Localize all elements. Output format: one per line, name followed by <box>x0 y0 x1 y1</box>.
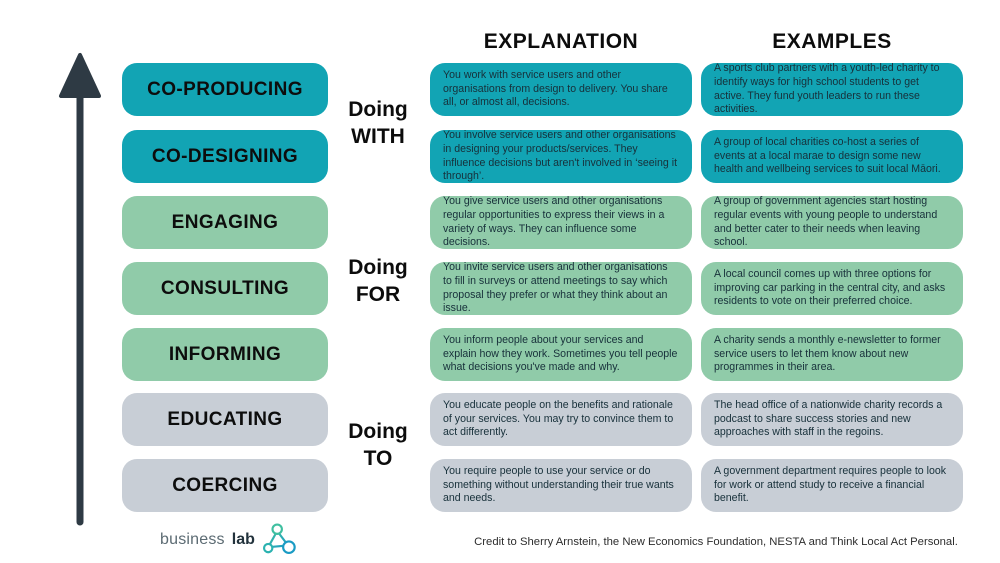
doing-with-line2: WITH <box>351 125 405 149</box>
logo-text-business: business <box>160 531 225 548</box>
explanation-cell: You give service users and other organis… <box>430 195 692 249</box>
doing-for-label: Doing FOR <box>332 254 424 309</box>
doing-with-line1: Doing <box>348 98 408 121</box>
ladder-step-consulting: CONSULTING <box>122 262 328 315</box>
explanation-cell: You educate people on the benefits and r… <box>430 393 692 446</box>
ladder-step-engaging: ENGAGING <box>122 196 328 249</box>
example-cell: A group of local charities co-host a ser… <box>701 130 963 183</box>
example-cell: A local council comes up with three opti… <box>701 262 963 315</box>
example-cell: A government department requires people … <box>701 459 963 512</box>
example-cell: A sports club partners with a youth-led … <box>701 62 963 116</box>
credit-line: Credit to Sherry Arnstein, the New Econo… <box>474 536 958 548</box>
doing-for-line1: Doing <box>348 256 408 279</box>
examples-header: EXAMPLES <box>772 30 892 53</box>
example-cell: A charity sends a monthly e-newsletter t… <box>701 328 963 381</box>
explanation-header: EXPLANATION <box>483 30 639 53</box>
doing-to-line2: TO <box>363 447 393 471</box>
explanation-cell: You require people to use your service o… <box>430 459 692 512</box>
up-arrow-icon <box>59 53 101 526</box>
business-lab-molecule-icon <box>262 523 296 555</box>
business-lab-logo: business lab <box>160 522 297 558</box>
ladder-step-educating: EDUCATING <box>122 393 328 446</box>
logo-text-lab: lab <box>231 531 255 548</box>
example-cell: A group of government agencies start hos… <box>701 195 963 249</box>
explanation-cell: You involve service users and other orga… <box>430 129 692 183</box>
doing-with-label: Doing WITH <box>332 96 424 151</box>
example-cell: The head office of a nationwide charity … <box>701 393 963 446</box>
explanation-cell: You work with service users and other or… <box>430 63 692 116</box>
explanation-cell: You inform people about your services an… <box>430 328 692 381</box>
doing-for-line2: FOR <box>355 283 401 307</box>
doing-to-line1: Doing <box>348 420 408 443</box>
doing-to-label: Doing TO <box>332 418 424 473</box>
ladder-step-co-designing: CO-DESIGNING <box>122 130 328 183</box>
ladder-step-informing: INFORMING <box>122 328 328 381</box>
explanation-cell: You invite service users and other organ… <box>430 261 692 315</box>
ladder-step-co-producing: CO-PRODUCING <box>122 63 328 116</box>
ladder-step-coercing: COERCING <box>122 459 328 512</box>
